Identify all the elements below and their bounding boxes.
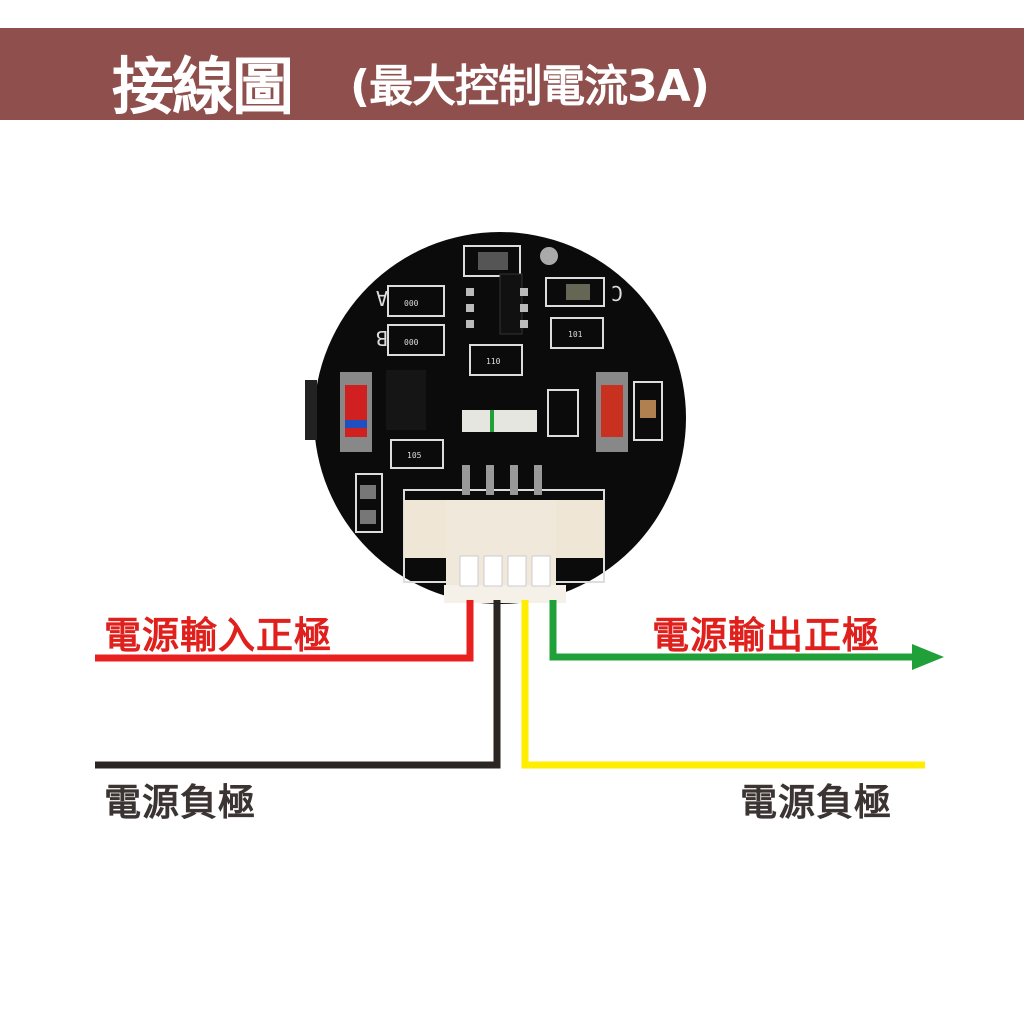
silk-label-c: C [611, 281, 623, 305]
page-title: 接線圖 [112, 50, 294, 123]
diode-right [601, 385, 623, 437]
black-wire [95, 600, 501, 769]
label-negative-left: 電源負極 [104, 781, 256, 824]
title-banner: 接線圖 (最大控制電流3A) [0, 28, 1024, 123]
arrow-right-icon [912, 644, 944, 670]
red-wire [95, 600, 474, 662]
led [462, 410, 537, 432]
silk-label-b: B [376, 326, 388, 350]
resistor-code: 101 [568, 330, 583, 339]
label-negative-right: 電源負極 [740, 781, 892, 824]
diode-left [345, 385, 367, 437]
mounting-hole [540, 247, 558, 265]
page-subtitle: (最大控制電流3A) [350, 61, 710, 112]
label-output-positive: 電源輸出正極 [652, 614, 880, 657]
silk-label-a: A [376, 286, 388, 310]
connector [404, 465, 604, 603]
resistor-code: 105 [407, 451, 422, 460]
resistor-code: 110 [486, 357, 501, 366]
label-input-positive: 電源輸入正極 [104, 614, 332, 657]
green-wire [549, 600, 918, 661]
yellow-wire [521, 600, 925, 769]
resistor-code: 000 [404, 299, 419, 308]
resistor-code: 000 [404, 338, 419, 347]
